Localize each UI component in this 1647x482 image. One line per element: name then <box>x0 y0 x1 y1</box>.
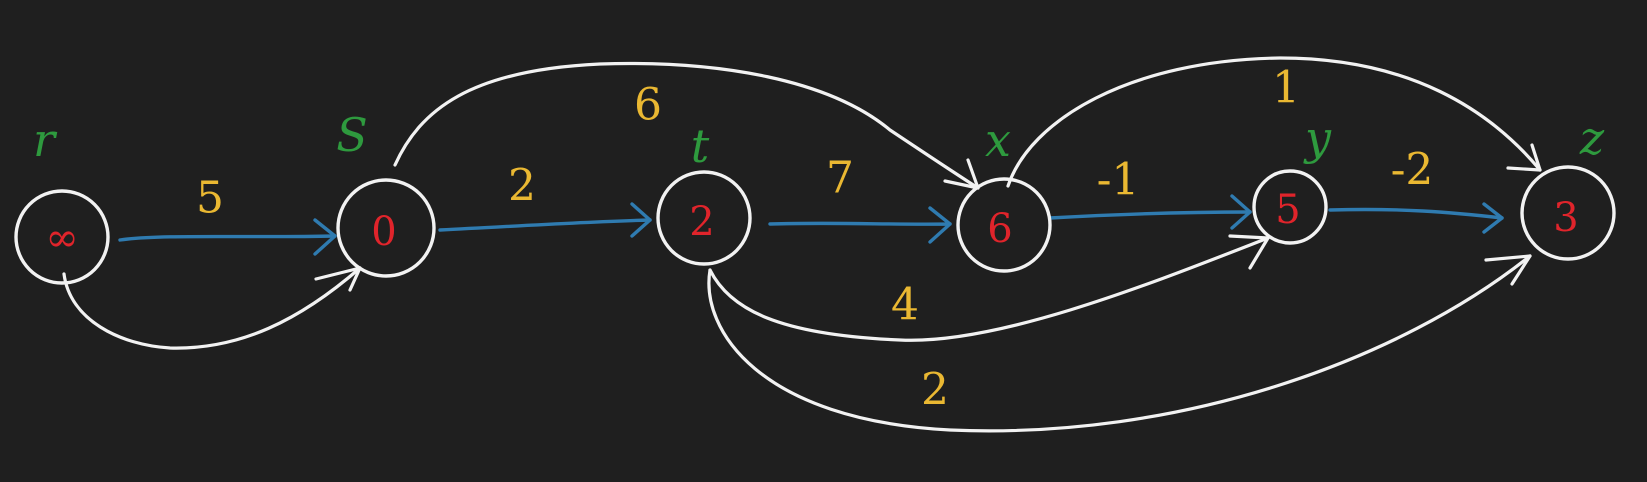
weight-t-x: 7 <box>826 153 854 204</box>
node-r: ∞ r <box>14 113 110 285</box>
node-r-value: ∞ <box>45 215 78 261</box>
node-s-name: S <box>336 108 368 162</box>
arrowhead-y-z <box>1482 202 1504 234</box>
weight-x-y: -1 <box>1097 155 1140 206</box>
node-y-distance-label: 1 <box>1272 63 1300 114</box>
node-t: 2 t 6 <box>634 80 752 266</box>
edge-t-y <box>708 236 1270 342</box>
node-z-value: 3 <box>1553 195 1578 241</box>
arrowhead-t-x <box>928 206 952 244</box>
edge-s-x <box>393 61 980 190</box>
arrowhead-r-s <box>313 218 337 256</box>
edge-t-x <box>768 221 952 226</box>
node-x-ring <box>956 177 1052 273</box>
node-y-ring <box>1252 169 1328 245</box>
arrowhead-t-z <box>1484 254 1532 286</box>
node-s-ring <box>336 178 436 278</box>
node-t-ring <box>656 170 752 266</box>
edge-x-y <box>1048 210 1252 220</box>
edge-x-z <box>1006 56 1542 188</box>
node-y: 5 y 1 <box>1252 63 1332 245</box>
node-x-name: x <box>985 113 1011 167</box>
arrowhead-s-t <box>630 202 652 238</box>
weight-t-y: 4 <box>891 280 919 331</box>
node-s: 0 S <box>336 108 436 278</box>
arrowhead-t-y <box>1228 234 1270 270</box>
node-x: 6 x <box>956 113 1052 273</box>
weight-s-t: 2 <box>508 161 536 212</box>
edge-y-z <box>1328 207 1504 220</box>
weight-t-z: 2 <box>921 365 949 416</box>
node-t-value: 2 <box>689 199 714 245</box>
node-z: 3 z <box>1520 111 1616 261</box>
edge-r-s <box>118 234 337 242</box>
edge-s-t <box>438 218 652 232</box>
arrowhead-x-z <box>1506 143 1542 172</box>
weight-y-z: -2 <box>1391 145 1434 196</box>
node-t-distance-label: 6 <box>634 80 662 131</box>
node-y-name: y <box>1303 111 1332 165</box>
node-z-ring <box>1520 165 1616 261</box>
node-r-ring <box>14 189 110 285</box>
node-y-value: 5 <box>1275 187 1300 233</box>
node-s-value: 0 <box>371 209 396 255</box>
weight-r-s: 5 <box>196 173 224 224</box>
edge-t-z <box>707 254 1532 433</box>
edge-r-s-lower <box>62 266 362 350</box>
node-t-name: t <box>691 119 710 173</box>
arrowhead-x-y <box>1230 194 1252 230</box>
node-z-name: z <box>1579 111 1605 165</box>
node-x-value: 6 <box>987 206 1012 252</box>
node-r-name: r <box>33 113 58 167</box>
